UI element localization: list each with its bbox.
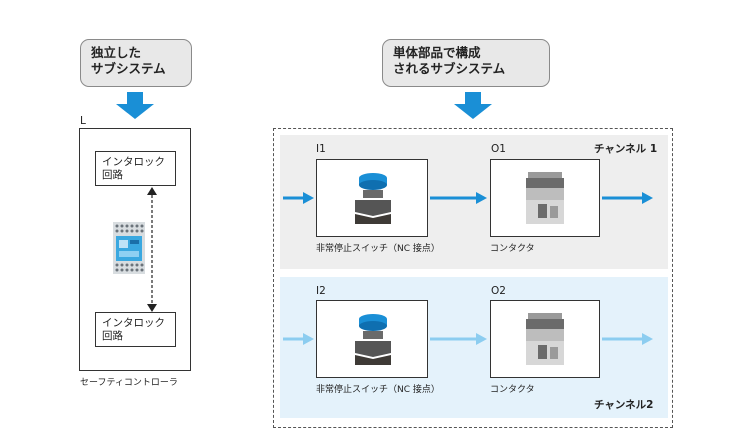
input-label-i1: I1 <box>316 143 326 155</box>
input-label-i2: I2 <box>316 285 326 297</box>
interlock-label: インタロック <box>102 156 165 168</box>
contactor-1 <box>490 159 600 237</box>
safety-controller-caption: セーフティコントローラ <box>80 378 178 388</box>
controller-module-icon <box>113 222 145 274</box>
signal-arrow-icon <box>602 333 653 345</box>
callout-line: 単体部品で構成 <box>393 45 481 60</box>
bidirectional-dashed-arrow <box>147 187 157 312</box>
callout-component-subsystem: 単体部品で構成 されるサブシステム <box>382 39 550 87</box>
signal-arrow-icon <box>430 333 487 345</box>
emergency-stop-icon <box>355 173 391 224</box>
down-arrow-icon <box>454 92 492 119</box>
controller-label: L <box>80 115 86 127</box>
channel-2-name: チャンネル2 <box>594 399 654 411</box>
interlock-label: 回路 <box>102 169 123 181</box>
contactor-2 <box>490 300 600 378</box>
contactor-caption: コンタクタ <box>490 244 535 254</box>
output-label-o2: O2 <box>491 285 506 297</box>
callout-independent-subsystem: 独立した サブシステム <box>80 39 192 87</box>
output-label-o1: O1 <box>491 143 506 155</box>
contactor-caption: コンタクタ <box>490 385 535 395</box>
interlock-circuit-top: インタロック 回路 <box>95 151 176 186</box>
signal-arrow-icon <box>602 192 653 204</box>
emergency-stop-icon <box>355 314 391 365</box>
interlock-label: 回路 <box>102 330 123 342</box>
emergency-stop-caption: 非常停止スイッチ（NC 接点） <box>316 385 440 395</box>
emergency-stop-caption: 非常停止スイッチ（NC 接点） <box>316 244 440 254</box>
emergency-stop-switch-1 <box>316 159 428 237</box>
interlock-label: インタロック <box>102 317 165 329</box>
emergency-stop-switch-2 <box>316 300 428 378</box>
contactor-icon <box>526 172 564 224</box>
callout-line: されるサブシステム <box>393 61 506 76</box>
down-arrow-icon <box>116 92 154 119</box>
callout-line: 独立した <box>91 45 142 60</box>
interlock-circuit-bottom: インタロック 回路 <box>95 312 176 347</box>
channel-1-name: チャンネル 1 <box>594 143 658 155</box>
callout-line: サブシステム <box>91 61 166 76</box>
contactor-icon <box>526 313 564 365</box>
signal-arrow-icon <box>283 333 314 345</box>
signal-arrow-icon <box>430 192 487 204</box>
signal-arrow-icon <box>283 192 314 204</box>
